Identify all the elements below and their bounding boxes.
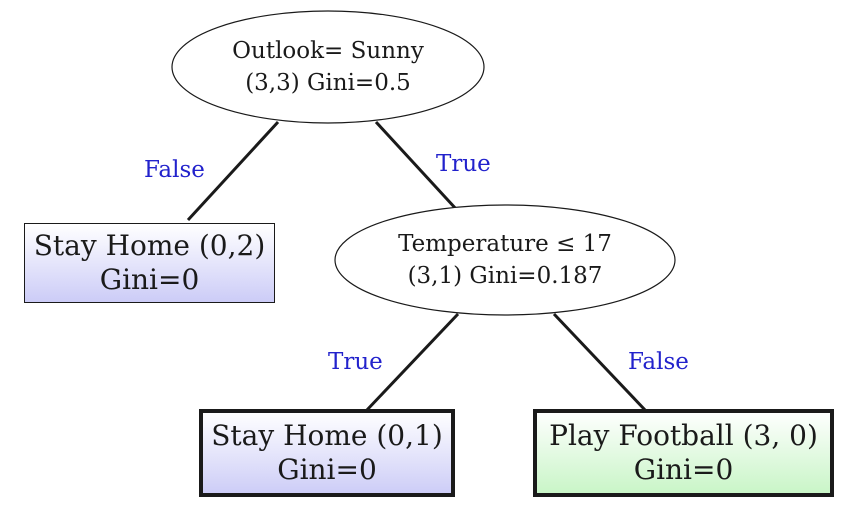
leaf-stay-home-left: Stay Home (0,2) Gini=0 [24,223,275,303]
edge-label-root-true: True [436,151,491,177]
edge-temp-false [552,312,648,413]
temperature-node-stats: (3,1) Gini=0.187 [407,263,603,289]
edge-label-root-false: False [144,157,205,183]
leaf-stay-home-bottom: Stay Home (0,1) Gini=0 [199,409,455,497]
temperature-node: Temperature ≤ 17 (3,1) Gini=0.187 [335,205,675,315]
root-node: Outlook= Sunny (3,3) Gini=0.5 [172,11,484,123]
root-node-stats: (3,3) Gini=0.5 [245,70,411,96]
temperature-node-condition: Temperature ≤ 17 [398,231,612,257]
leaf-stay-home-bottom-gini: Gini=0 [277,453,377,486]
edge-temp-true [364,312,460,413]
root-node-ellipse [171,10,485,124]
leaf-football-fill [535,411,832,495]
leaf-home-left-fill [25,224,274,302]
leaf-stay-home-left-label: Stay Home (0,2) [33,229,266,262]
edge-label-temp-true: True [328,349,383,375]
leaf-play-football-gini: Gini=0 [633,453,734,486]
temp-node-ellipse [334,204,676,316]
root-node-condition: Outlook= Sunny [232,38,424,64]
leaf-play-football-label: Play Football (3, 0) [549,419,818,452]
edge-label-temp-false: False [628,349,689,375]
leaf-home-bottom-fill [201,411,453,495]
edge-root-false [186,120,280,222]
leaf-stay-home-bottom-label: Stay Home (0,1) [211,419,443,452]
leaf-stay-home-left-gini: Gini=0 [99,263,200,296]
edge-root-true [374,120,459,212]
leaf-play-football: Play Football (3, 0) Gini=0 [533,409,834,497]
